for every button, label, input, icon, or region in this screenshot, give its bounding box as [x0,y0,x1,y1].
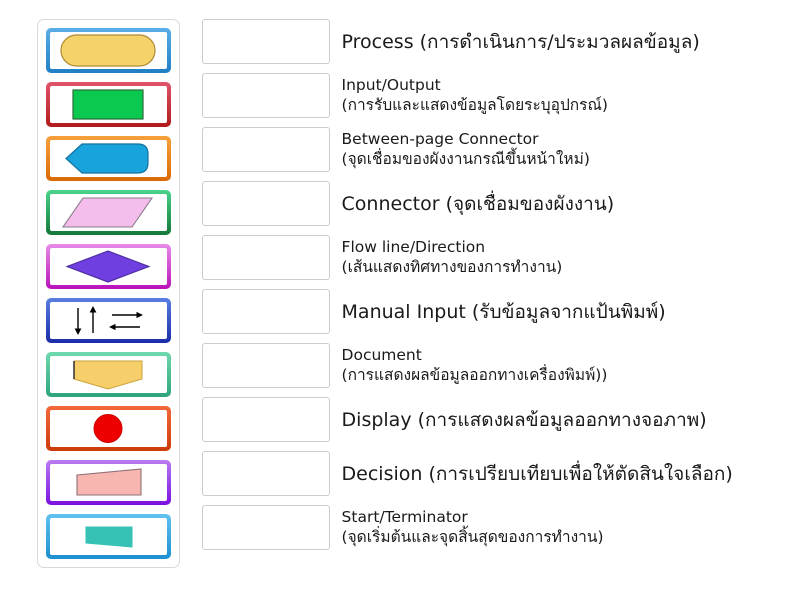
answer-column [201,19,330,550]
rectangle-with-v-bottom-shape [73,360,143,390]
label-text-start-terminator-en: Start/Terminator [341,508,468,526]
symbol-card-process [45,28,171,73]
label-text-connector: Connector (จุดเชื่อมของผังงาน) [341,192,615,215]
symbol-card-inner [49,248,167,285]
label-text-process: Process (การดำเนินการ/ประมวลผลข้อมูล) [341,30,700,53]
label-row-start-terminator: Start/Terminator (จุดเริ่มต้นและจุดสิ้นส… [342,505,800,550]
label-row-process: Process (การดำเนินการ/ประมวลผลข้อมูล) [342,19,800,64]
label-row-decision: Decision (การเปรียบเทียบเพื่อให้ตัดสินใจ… [342,451,800,496]
label-row-flow-line-direction: Flow line/Direction (เส้นแสดงทิศทางของกา… [342,235,800,280]
slanted-top-quadrilateral-shape [76,468,142,496]
answer-input-start-terminator[interactable] [201,505,330,550]
symbol-card-start-terminator [45,514,171,559]
symbol-card-between-page-connector [45,136,171,181]
label-text-decision: Decision (การเปรียบเทียบเพื่อให้ตัดสินใจ… [341,462,733,485]
symbol-card-flow-line-direction [45,244,171,289]
irregular-quadrilateral-shape [85,526,133,548]
symbol-card-inner [49,194,167,231]
symbol-card-display [45,406,171,451]
answer-input-flow-line-direction[interactable] [201,235,330,280]
answer-input-manual-input[interactable] [201,289,330,334]
label-text-between-page-connector-th: (จุดเชื่อมของผังงานกรณีขึ้นหน้าใหม่) [341,150,590,168]
label-text-document-th: (การแสดงผลข้อมูลออกทางเครื่องพิมพ์)) [341,366,608,384]
label-row-between-page-connector: Between-page Connector (จุดเชื่อมของผังง… [342,127,800,172]
symbol-card-document [45,352,171,397]
label-text-input-output-en: Input/Output [341,76,441,94]
diamond-shape [65,250,151,283]
answer-input-input-output[interactable] [201,73,330,118]
symbol-card-inner [49,464,167,501]
rounded-rectangle-shape [60,34,156,67]
answer-input-display[interactable] [201,397,330,442]
symbol-card-inner [49,518,167,555]
answer-input-document[interactable] [201,343,330,388]
label-row-manual-input: Manual Input (รับข้อมูลจากแป้นพิมพ์) [342,289,800,334]
answer-input-decision[interactable] [201,451,330,496]
answer-input-between-page-connector[interactable] [201,127,330,172]
symbol-card-inner [49,302,167,339]
label-text-flow-line-direction-en: Flow line/Direction [341,238,486,256]
symbol-panel [37,19,180,568]
label-text-flow-line-direction-th: (เส้นแสดงทิศทางของการทำงาน) [341,258,563,276]
symbol-card-decision [45,460,171,505]
label-text-between-page-connector-en: Between-page Connector [341,130,539,148]
label-row-display: Display (การแสดงผลข้อมูลออกทางจอภาพ) [342,397,800,442]
label-text-display: Display (การแสดงผลข้อมูลออกทางจอภาพ) [341,408,707,431]
symbol-card-input-output [45,82,171,127]
answer-input-process[interactable] [201,19,330,64]
label-row-document: Document (การแสดงผลข้อมูลออกทางเครื่องพิ… [342,343,800,388]
symbol-card-inner [49,32,167,69]
symbol-card-connector [45,190,171,235]
symbol-card-inner [49,356,167,393]
label-text-input-output-th: (การรับและแสดงข้อมูลโดยระบุอุปกรณ์) [341,96,608,114]
answer-input-connector[interactable] [201,181,330,226]
symbol-card-inner [49,86,167,123]
label-row-input-output: Input/Output (การรับและแสดงข้อมูลโดยระบุ… [342,73,800,118]
left-pointing-hexagon-shape [65,143,149,174]
symbol-card-inner [49,410,167,447]
rectangle-shape [72,89,144,120]
label-row-connector: Connector (จุดเชื่อมของผังงาน) [342,181,800,226]
label-text-document-en: Document [341,346,422,364]
symbol-card-inner [49,140,167,177]
parallelogram-shape [62,197,154,228]
label-text-manual-input: Manual Input (รับข้อมูลจากแป้นพิมพ์) [341,300,666,323]
four-direction-arrows [74,306,144,335]
circle-shape [93,414,123,443]
symbol-card-manual-input [45,298,171,343]
label-column: Process (การดำเนินการ/ประมวลผลข้อมูล) In… [342,19,800,550]
label-text-start-terminator-th: (จุดเริ่มต้นและจุดสิ้นสุดของการทำงาน) [341,528,604,546]
